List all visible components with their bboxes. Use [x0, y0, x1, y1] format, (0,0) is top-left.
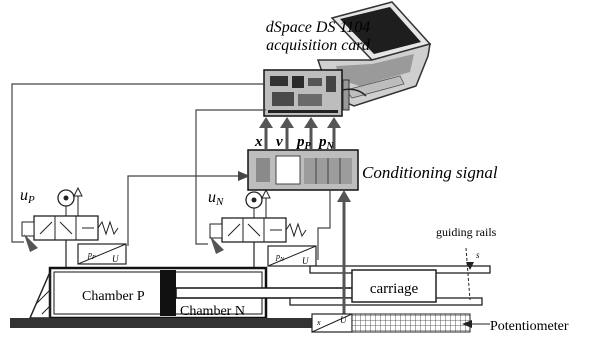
potentiometer-label: Potentiometer — [490, 319, 569, 334]
signal-pp-label: pP — [295, 134, 312, 152]
potentiometer-box — [311, 313, 353, 333]
sensor-p — [77, 243, 127, 265]
arrow-v-head — [280, 117, 294, 128]
carriage-label: carriage — [370, 281, 419, 297]
rails-indicator — [465, 247, 471, 301]
card-label-line2: acquisition card — [266, 37, 371, 54]
potentiometer-pointer-head — [462, 320, 472, 328]
signal-pn-label: pN — [317, 134, 335, 152]
signal-v-label: v — [276, 134, 283, 150]
sensor-n — [267, 245, 317, 267]
potentiometer-u: U — [340, 315, 347, 325]
rails-indicator-arrow — [466, 262, 474, 270]
cylinder — [48, 266, 365, 320]
card-laptop-cable — [341, 88, 367, 97]
card-label-line1: dSpace DS 1104 — [266, 19, 371, 36]
conditioning-label: Conditioning signal — [362, 163, 498, 182]
potentiometer-x: x — [316, 318, 321, 327]
valve-input-up-label: uP — [20, 187, 35, 206]
signal-arrows — [264, 126, 336, 150]
arrow-pp-head — [304, 117, 318, 128]
dspace-card — [263, 69, 350, 117]
arrow-pn-head — [327, 117, 341, 128]
conditioning-unit — [247, 149, 359, 191]
sensor-p-u: U — [112, 254, 119, 264]
sensor-n-label: pN — [275, 252, 285, 263]
chamber-n-label: Chamber N — [180, 304, 245, 319]
sensor-n-u: U — [302, 256, 309, 266]
valve-p — [21, 186, 119, 252]
sensor-p-label: pP — [87, 250, 96, 261]
potentiometer-track — [351, 313, 471, 333]
valve-input-un-label: uN — [208, 189, 224, 208]
rails-marker: s — [476, 250, 480, 260]
arrow-x-head — [259, 117, 273, 128]
cylinder-support — [28, 271, 51, 319]
rails-label: guiding rails — [436, 225, 497, 239]
chamber-p-label: Chamber P — [82, 289, 145, 304]
base-plate — [10, 318, 430, 328]
potentiometer-signal-arrow — [337, 190, 351, 202]
valve-n — [209, 188, 307, 254]
wire-arrow-conditioning — [238, 171, 250, 181]
signal-x-label: x — [254, 134, 263, 150]
carriage — [351, 269, 437, 303]
control-wiring — [11, 83, 331, 260]
